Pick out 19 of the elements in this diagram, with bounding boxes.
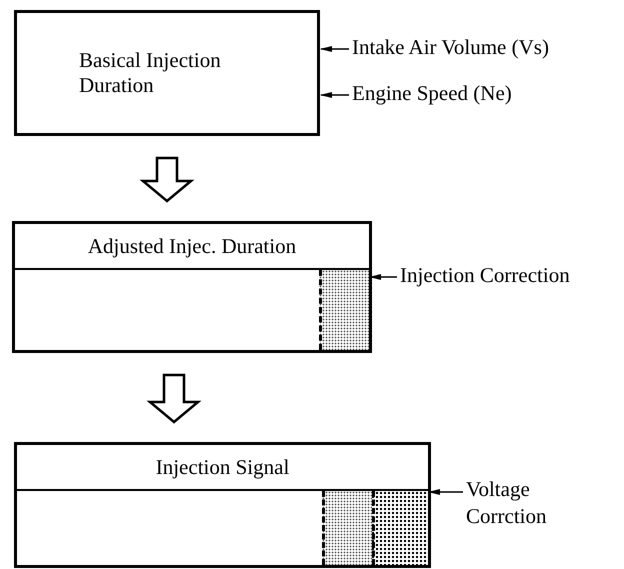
block-arrow bbox=[140, 156, 194, 203]
input-label: Injection Correction bbox=[400, 262, 571, 289]
shaded-segment bbox=[319, 270, 369, 350]
box-title: Adjusted Injec. Duration bbox=[88, 232, 296, 260]
input-label: Engine Speed (Ne) bbox=[352, 80, 513, 107]
leader-arrow bbox=[320, 46, 349, 52]
input-label: Voltage Corrction bbox=[466, 476, 548, 530]
box-title: Injection Signal bbox=[156, 454, 290, 480]
process-box bbox=[14, 442, 431, 568]
process-box bbox=[14, 10, 320, 136]
block-arrow bbox=[146, 374, 202, 424]
process-box bbox=[12, 221, 372, 353]
leader-arrow bbox=[428, 489, 463, 495]
leader-arrow bbox=[320, 92, 349, 98]
shaded-segment bbox=[322, 491, 372, 565]
leader-arrow bbox=[369, 274, 397, 280]
shaded-segment bbox=[372, 491, 428, 565]
box-label: Basical Injection Duration bbox=[79, 48, 222, 98]
input-label: Intake Air Volume (Vs) bbox=[352, 34, 550, 61]
